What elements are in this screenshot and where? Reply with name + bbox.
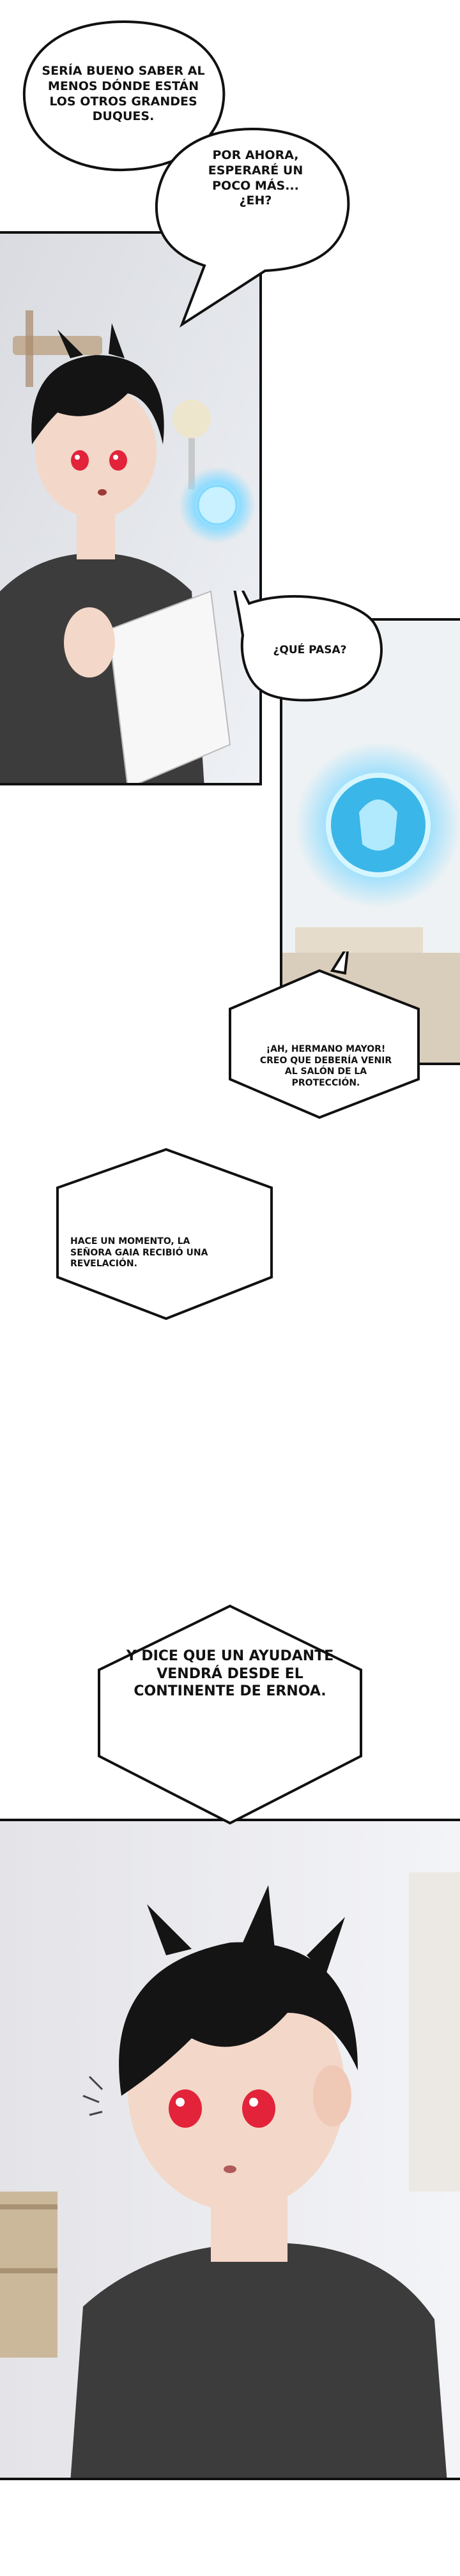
- panel-boy-reading: [0, 231, 262, 785]
- speech-bubble-4: [229, 951, 420, 1119]
- speech-bubble-3: [233, 591, 383, 702]
- speech-bubble-1: [22, 20, 226, 172]
- speech-bubble-6: [98, 1604, 362, 1825]
- panel-boy-looking: [0, 1819, 460, 2480]
- boy-reading-illustration: [0, 234, 259, 783]
- speech-bubble-5: [56, 1148, 273, 1321]
- boy-looking-illustration: [0, 1821, 460, 2478]
- bubble-1-text: SERÍA BUENO SABER AL MENOS DÓNDE ESTÁN L…: [42, 64, 205, 124]
- bubble-4-text: ¡AH, HERMANO MAYOR! CREO QUE DEBERÍA VEN…: [259, 1044, 392, 1088]
- bubble-6-text: Y DICE QUE UN AYUDANTE VENDRÁ DESDE EL C…: [126, 1648, 334, 1699]
- bubble-2-text: POR AHORA, ESPERARÉ UN POCO MÁS... ¿EH?: [208, 148, 303, 208]
- speech-bubble-2: [155, 127, 350, 328]
- bubble-3-text: ¿QUÉ PASA?: [273, 644, 347, 656]
- bubble-5-text: HACE UN MOMENTO, LA SEÑORA GAIA RECIBIÓ …: [70, 1236, 208, 1269]
